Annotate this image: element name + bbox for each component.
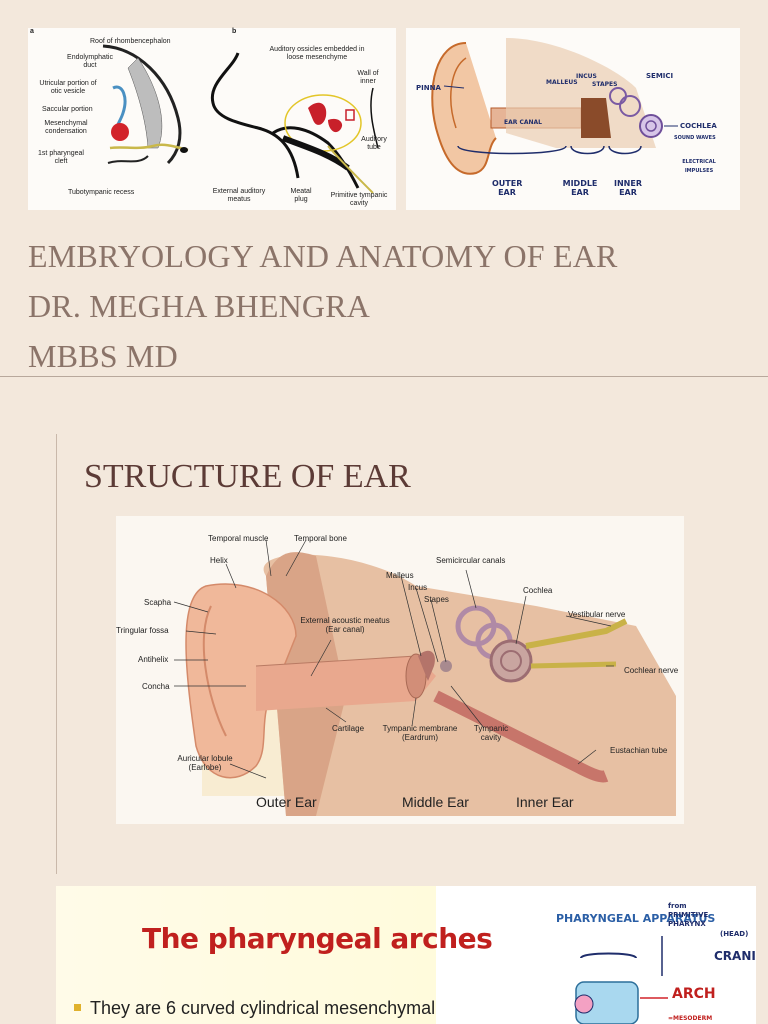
label-triangular-fossa: Tringular fossa (116, 626, 169, 635)
fig-b-label-wall: Wall of inner (357, 70, 379, 85)
sketch-label-stapes: STAPES (592, 81, 618, 88)
fig-a-label-utricular: Utricular portion of otic vesicle (39, 80, 97, 95)
fig-a-label-saccular: Saccular portion (42, 106, 93, 113)
label-external-acoustic-meatus: External acoustic meatus (Ear canal) (300, 616, 390, 634)
label-scapha: Scapha (144, 598, 172, 607)
slide-3-title: The pharyngeal arches (142, 922, 493, 955)
slide-2-title: STRUCTURE OF EAR (84, 458, 411, 495)
sketch-label-sound-waves: SOUND WAVES (674, 135, 716, 141)
sketch-label-ear-canal: EAR CANAL (504, 119, 542, 126)
label-malleus: Malleus (386, 571, 414, 580)
label-auricular-lobule: Auricular lobule (Earlobe) (177, 754, 233, 772)
sketch-label-arch: ARCH (672, 986, 716, 1002)
region-label-outer-ear: Outer Ear (256, 794, 317, 810)
slide-3-bullet-text: They are 6 curved cylindrical mesenchyma… (90, 998, 436, 1018)
ear-sketch-panel: PINNA INCUS MALLEUS STAPES SEMICI EAR CA… (406, 28, 740, 210)
fig-b-label-primitive: Primitive tympanic cavity (330, 192, 388, 207)
region-label-inner-ear: Inner Ear (516, 794, 574, 810)
sketch-label-outer: OUTER EAR (492, 179, 523, 197)
fig-a-label-cleft: 1st pharyngeal cleft (38, 150, 84, 165)
label-temporal-muscle: Temporal muscle (208, 534, 269, 543)
label-tympanic-membrane: Tympanic membrane (Eardrum) (382, 724, 458, 742)
slide-1-title-line-3: MBBS MD (28, 338, 178, 374)
label-tympanic-cavity: Tympanic cavity (473, 724, 509, 742)
ear-anatomy-diagram (173, 539, 676, 816)
sketch-label-impulses: ELECTRICAL IMPULSES (682, 159, 716, 174)
sketch-label-pharyngeal-apparatus: PHARYNGEAL APPARATUS (556, 912, 716, 925)
sketch-label-malleus: MALLEUS (546, 79, 578, 86)
fig-a-label-tubotympanic: Tubotympanic recess (68, 189, 135, 196)
label-semicircular-canals: Semicircular canals (436, 556, 506, 565)
sketch-label-incus: INCUS (576, 73, 597, 80)
fig-a-label-mesenchymal: Mesenchymal condensation (44, 120, 88, 135)
fig-a-label-endolymphatic: Endolymphatic duct (67, 54, 113, 69)
label-temporal-bone: Temporal bone (294, 534, 347, 543)
sketch-label-inner: INNER EAR (614, 179, 642, 197)
fig-b-label-meatal: Meatal plug (290, 188, 312, 203)
ear-sketch-diagram (431, 38, 678, 175)
label-eustachian-tube: Eustachian tube (610, 746, 668, 755)
sketch-label-cochlea: COCHLEA (680, 122, 717, 130)
sketch-label-cranio: CRANIO- (714, 949, 756, 963)
fig-b-letter: b (232, 28, 237, 35)
slide-3: The pharyngeal arches They are 6 curved … (56, 886, 756, 1024)
slide-divider (0, 376, 768, 377)
slide-2-accent-line (56, 434, 57, 874)
label-cochlear-nerve: Cochlear nerve (624, 666, 679, 675)
region-label-middle-ear: Middle Ear (402, 794, 469, 810)
label-stapes: Stapes (424, 595, 449, 604)
label-helix: Helix (210, 556, 228, 565)
slide-1-title-line-1: EMBRYOLOGY AND ANATOMY OF EAR (28, 238, 618, 274)
fig-b-label-auditory-tube: Auditory tube (361, 136, 387, 151)
sketch-label-head: (HEAD) (720, 930, 749, 938)
sketch-label-primitive-pharynx: from PRIMITIVE PHARYNX (668, 902, 709, 928)
embryology-figure-panel: a Roof of rhombencephalon Endolymphatic … (28, 28, 396, 210)
slide-3-highlight (56, 886, 436, 1024)
fig-b-label-external: External auditory meatus (212, 188, 266, 203)
sketch-label-pinna: PINNA (416, 84, 441, 92)
fig-a-letter: a (30, 28, 34, 35)
fig-b-label-ossicles: Auditory ossicles embedded in loose mese… (269, 46, 365, 61)
label-concha: Concha (142, 682, 170, 691)
slide-1-title-line-2: DR. MEGHA BHENGRA (28, 288, 371, 324)
fig-a-label-roof: Roof of rhombencephalon (90, 38, 171, 45)
label-antihelix: Antihelix (138, 655, 169, 664)
sketch-label-mesoderm: =MESODERM (668, 1015, 713, 1022)
label-vestibular-nerve: Vestibular nerve (568, 610, 626, 619)
sketch-label-semici: SEMICI (646, 72, 674, 80)
ear-anatomy-figure: Temporal muscle Temporal bone Helix Scap… (116, 516, 684, 824)
label-incus: Incus (408, 583, 428, 592)
sketch-label-middle: MIDDLE EAR (562, 179, 598, 197)
embryology-diagram (102, 44, 379, 194)
pharyngeal-sketch (574, 936, 668, 1024)
label-cochlea: Cochlea (523, 586, 553, 595)
label-cartilage: Cartilage (332, 724, 365, 733)
slide-3-bullet-marker (74, 1004, 81, 1011)
